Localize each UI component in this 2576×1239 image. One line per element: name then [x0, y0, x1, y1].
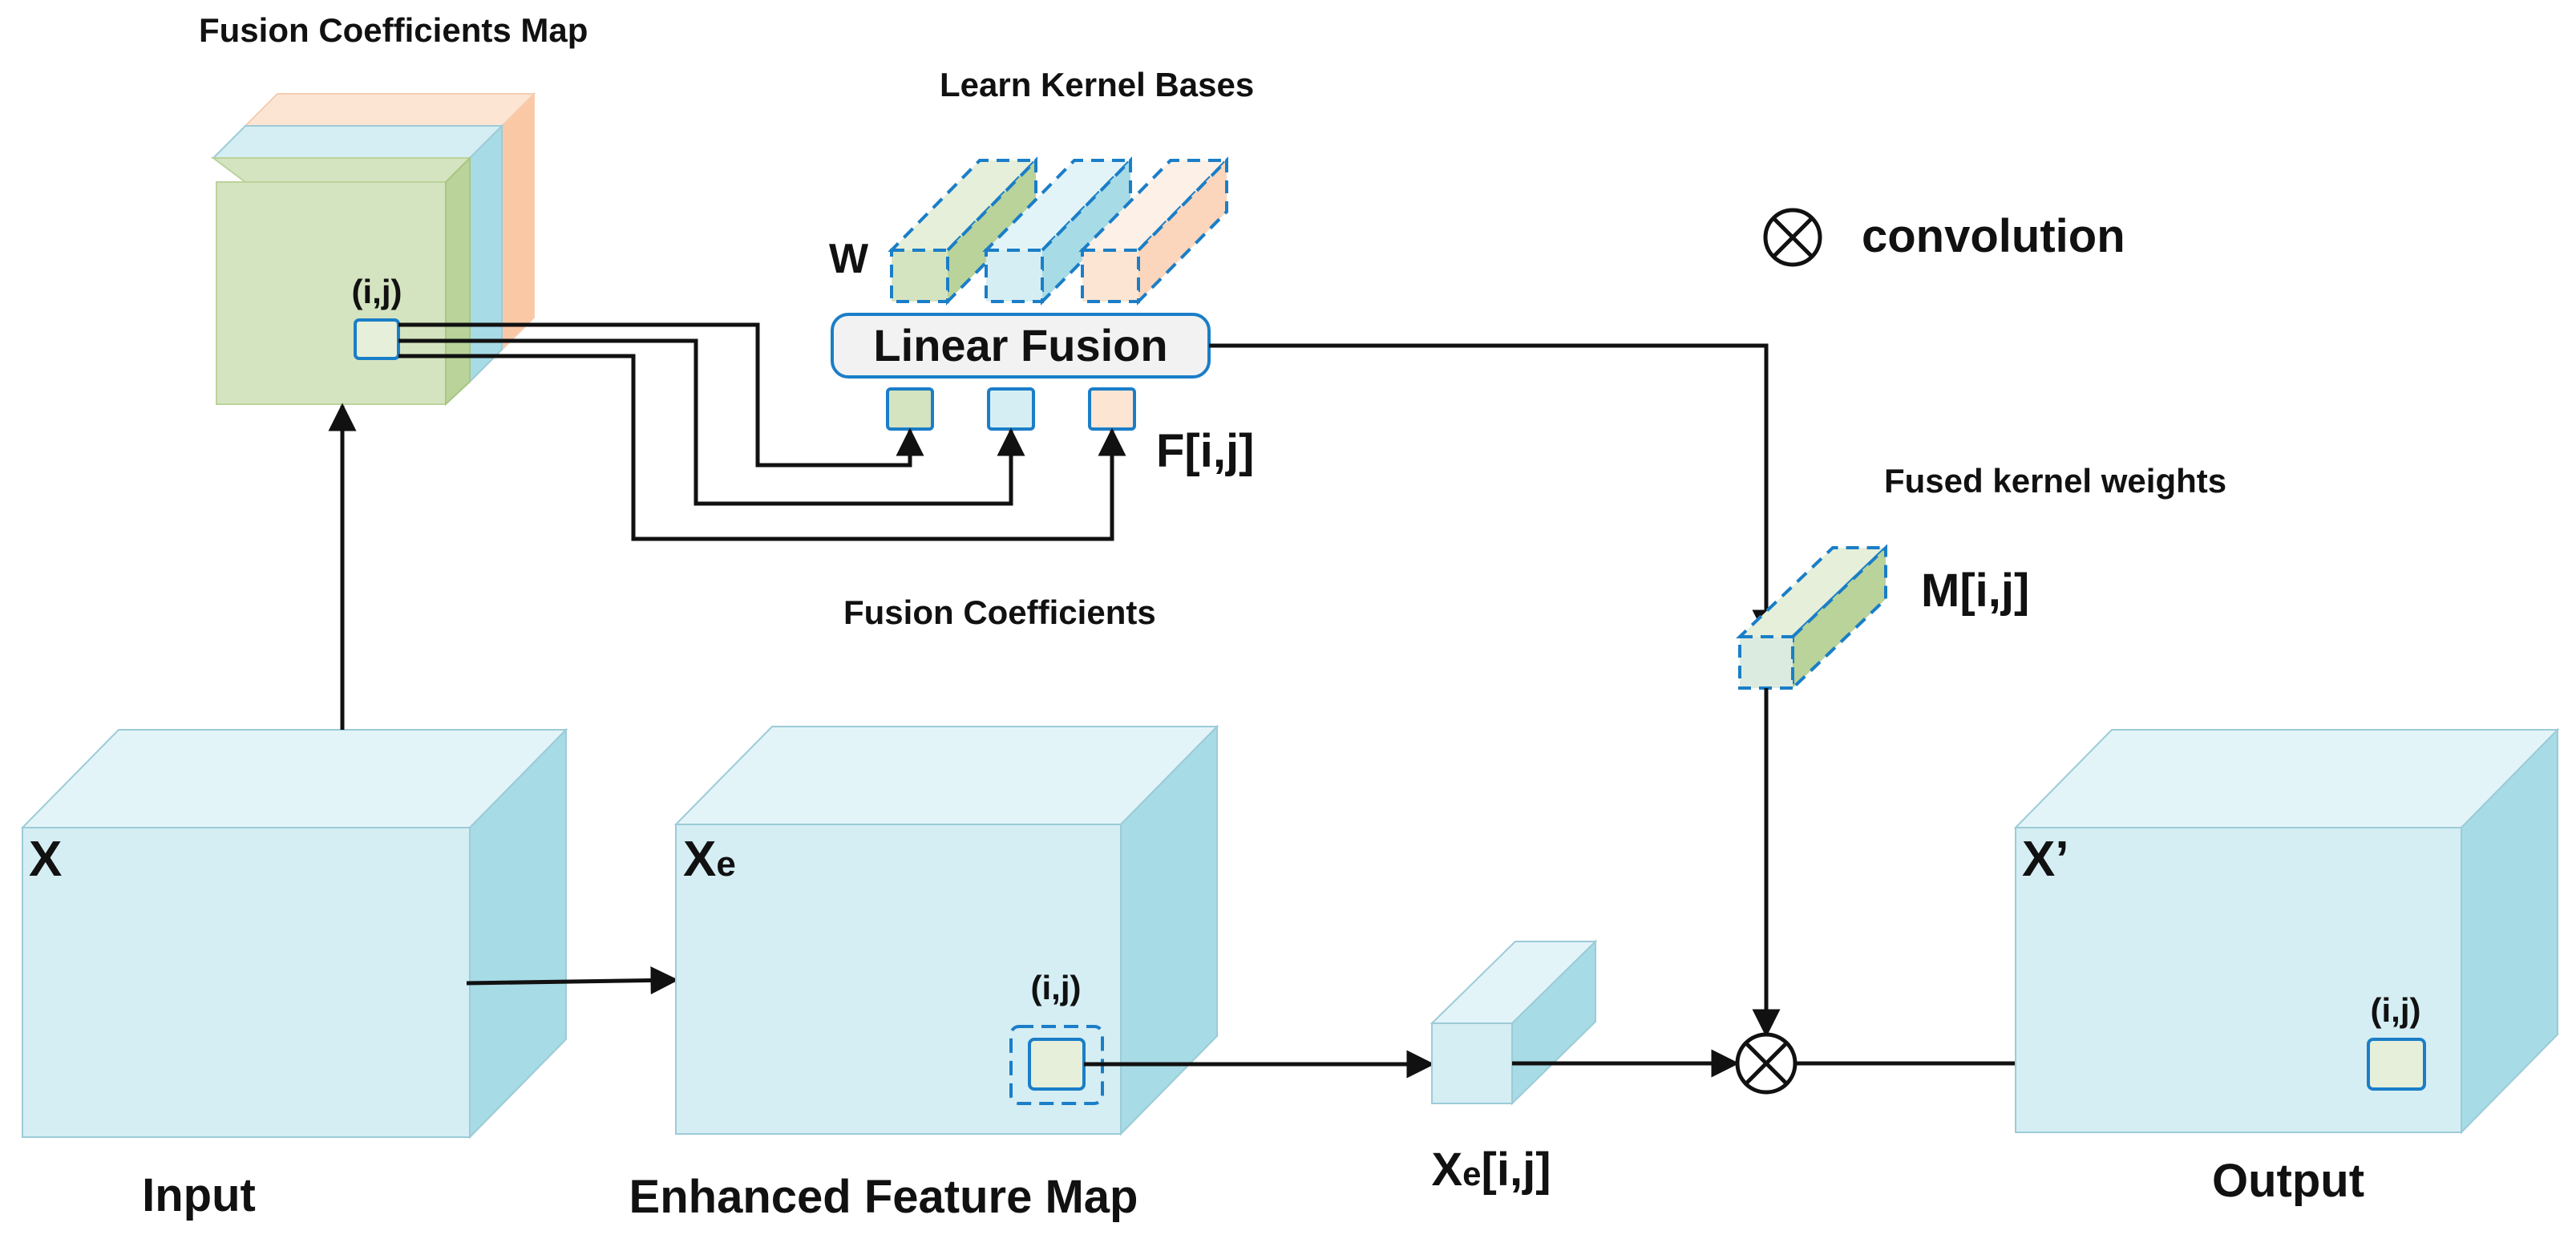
output-caption: Output — [2212, 1155, 2364, 1207]
enhanced-caption: Enhanced Feature Map — [629, 1171, 1138, 1223]
fusion-map-title: Fusion Coefficients Map — [199, 11, 588, 49]
learn-kernel-bases-title: Learn Kernel Bases — [940, 66, 1254, 103]
linear-fusion-label: Linear Fusion — [873, 320, 1167, 370]
map-cell-ij — [354, 318, 400, 360]
m-label: M[i,j] — [1921, 565, 2029, 617]
input-cube — [20, 727, 568, 1140]
coefficient-box-3 — [1088, 387, 1136, 431]
xe-vector-label-sub: e — [1462, 1155, 1481, 1192]
convolution-legend-icon — [1763, 208, 1822, 267]
convolution-operator-icon — [1735, 1032, 1798, 1095]
coefficient-connectors — [398, 322, 1126, 541]
fused-kernel-weights-title: Fused kernel weights — [1884, 462, 2226, 500]
coefficient-box-2 — [987, 387, 1035, 431]
enhanced-cell-ij-label: (i,j) — [1031, 969, 1082, 1006]
input-cube-label: X — [29, 832, 62, 887]
fusion-to-kernel-arrow — [1209, 343, 1781, 638]
xe-vector-block — [1430, 939, 1598, 1106]
enhanced-feature-cube — [673, 724, 1219, 1136]
xe-vector-label: Xe[i,j] — [1431, 1144, 1551, 1196]
w-label: W — [829, 236, 869, 282]
f-label: F[i,j] — [1156, 425, 1254, 477]
output-cell-ij — [2367, 1038, 2426, 1091]
fusion-coefficients-map — [211, 91, 536, 407]
enhanced-cube-label-sub: e — [716, 844, 735, 884]
output-cube-label: X’ — [2022, 832, 2069, 887]
convolution-legend-label: convolution — [1862, 210, 2125, 262]
enhanced-cell-ij — [1028, 1038, 1086, 1091]
fused-kernel-block — [1736, 544, 1890, 692]
xe-vector-label-main: X — [1431, 1144, 1462, 1196]
map-cell-ij-label: (i,j) — [352, 273, 402, 310]
fusion-coefficients-title: Fusion Coefficients — [843, 593, 1156, 631]
output-cell-ij-label: (i,j) — [2371, 991, 2421, 1029]
coefficient-box-1 — [886, 387, 934, 431]
xe-vector-label-rest: [i,j] — [1482, 1144, 1551, 1196]
enhanced-cube-label-main: X — [683, 832, 716, 887]
enhanced-cube-label: Xe — [683, 832, 736, 887]
input-to-enhanced-arrow — [466, 966, 679, 994]
input-caption: Input — [142, 1169, 256, 1221]
output-cube — [2013, 727, 2560, 1135]
kernel-base-3 — [1078, 156, 1231, 306]
